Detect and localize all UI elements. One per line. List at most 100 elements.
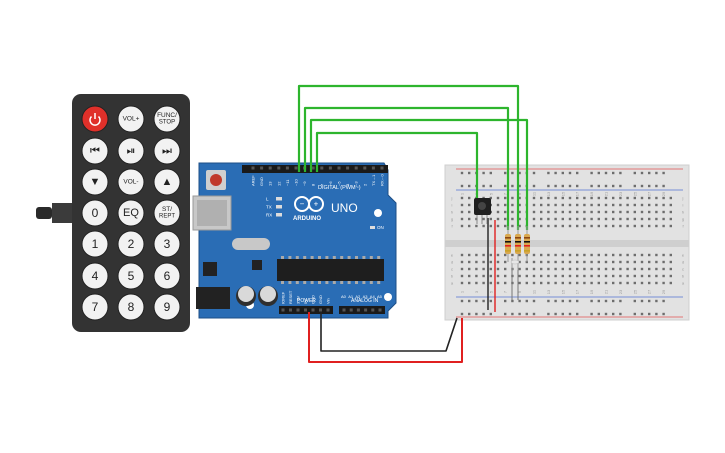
breadboard-hole[interactable] xyxy=(604,203,608,207)
header-pin[interactable] xyxy=(311,166,315,170)
breadboard-hole[interactable] xyxy=(489,260,492,264)
breadboard-hole[interactable] xyxy=(648,203,651,207)
breadboard-hole[interactable] xyxy=(460,203,464,207)
breadboard-hole[interactable] xyxy=(655,281,658,285)
header-pin[interactable] xyxy=(380,166,384,170)
breadboard-hole[interactable] xyxy=(626,203,629,207)
breadboard-hole[interactable] xyxy=(626,224,629,228)
header-pin[interactable] xyxy=(294,166,298,170)
breadboard-hole[interactable] xyxy=(532,196,536,200)
breadboard-hole[interactable] xyxy=(547,217,550,221)
header-pin[interactable] xyxy=(304,308,307,312)
breadboard-hole[interactable] xyxy=(583,281,586,285)
breadboard-hole[interactable] xyxy=(583,267,586,271)
breadboard-hole[interactable] xyxy=(504,299,507,303)
breadboard-hole[interactable] xyxy=(590,203,593,207)
breadboard-hole[interactable] xyxy=(655,210,658,214)
breadboard-hole[interactable] xyxy=(640,210,644,214)
breadboard-hole[interactable] xyxy=(662,217,665,221)
breadboard-hole[interactable] xyxy=(597,267,600,271)
breadboard-hole[interactable] xyxy=(576,260,579,264)
breadboard-hole[interactable] xyxy=(518,203,521,207)
breadboard-hole[interactable] xyxy=(597,260,600,264)
breadboard-hole[interactable] xyxy=(554,210,557,214)
breadboard-hole[interactable] xyxy=(619,210,622,214)
breadboard-hole[interactable] xyxy=(619,299,622,303)
breadboard-hole[interactable] xyxy=(532,171,536,175)
breadboard-hole[interactable] xyxy=(648,274,651,278)
breadboard-hole[interactable] xyxy=(504,274,507,278)
breadboard-hole[interactable] xyxy=(604,260,608,264)
breadboard-hole[interactable] xyxy=(633,196,636,200)
breadboard-hole[interactable] xyxy=(648,267,651,271)
breadboard-hole[interactable] xyxy=(532,260,536,264)
breadboard-hole[interactable] xyxy=(554,274,557,278)
breadboard-hole[interactable] xyxy=(482,253,485,257)
breadboard-hole[interactable] xyxy=(597,203,600,207)
breadboard-hole[interactable] xyxy=(518,281,521,285)
breadboard-hole[interactable] xyxy=(568,224,572,228)
breadboard-hole[interactable] xyxy=(662,260,665,264)
breadboard-hole[interactable] xyxy=(590,217,593,221)
breadboard-hole[interactable] xyxy=(590,260,593,264)
breadboard-hole[interactable] xyxy=(525,312,528,316)
breadboard-hole[interactable] xyxy=(655,196,658,200)
breadboard-hole[interactable] xyxy=(561,274,564,278)
breadboard-hole[interactable] xyxy=(669,203,672,207)
breadboard-hole[interactable] xyxy=(640,184,644,188)
breadboard-hole[interactable] xyxy=(554,260,557,264)
breadboard-hole[interactable] xyxy=(576,196,579,200)
breadboard-hole[interactable] xyxy=(633,312,636,316)
breadboard-hole[interactable] xyxy=(612,210,615,214)
breadboard-hole[interactable] xyxy=(583,217,586,221)
breadboard-hole[interactable] xyxy=(518,210,521,214)
breadboard-hole[interactable] xyxy=(518,274,521,278)
breadboard-hole[interactable] xyxy=(604,217,608,221)
breadboard-hole[interactable] xyxy=(626,196,629,200)
breadboard-hole[interactable] xyxy=(532,184,536,188)
breadboard-hole[interactable] xyxy=(612,260,615,264)
breadboard-hole[interactable] xyxy=(496,253,500,257)
breadboard-hole[interactable] xyxy=(518,224,521,228)
breadboard-hole[interactable] xyxy=(540,274,543,278)
breadboard-hole[interactable] xyxy=(482,224,485,228)
breadboard-hole[interactable] xyxy=(468,217,471,221)
breadboard-hole[interactable] xyxy=(475,274,478,278)
breadboard-hole[interactable] xyxy=(511,210,514,214)
breadboard-hole[interactable] xyxy=(547,281,550,285)
breadboard-hole[interactable] xyxy=(568,196,572,200)
breadboard-hole[interactable] xyxy=(655,184,658,188)
remote-button-vol-down[interactable]: VOL- xyxy=(117,168,145,196)
breadboard-hole[interactable] xyxy=(633,217,636,221)
breadboard-hole[interactable] xyxy=(619,253,622,257)
breadboard-hole[interactable] xyxy=(662,299,665,303)
breadboard-hole[interactable] xyxy=(590,267,593,271)
breadboard-hole[interactable] xyxy=(655,299,658,303)
breadboard-hole[interactable] xyxy=(583,253,586,257)
breadboard-hole[interactable] xyxy=(540,253,543,257)
breadboard-hole[interactable] xyxy=(619,281,622,285)
breadboard-hole[interactable] xyxy=(640,171,644,175)
breadboard-hole[interactable] xyxy=(576,224,579,228)
breadboard-hole[interactable] xyxy=(511,217,514,221)
breadboard-hole[interactable] xyxy=(547,210,550,214)
breadboard-hole[interactable] xyxy=(547,203,550,207)
breadboard-hole[interactable] xyxy=(619,224,622,228)
breadboard-hole[interactable] xyxy=(655,312,658,316)
breadboard-hole[interactable] xyxy=(612,184,615,188)
breadboard-hole[interactable] xyxy=(619,203,622,207)
breadboard-hole[interactable] xyxy=(482,299,485,303)
breadboard-hole[interactable] xyxy=(482,184,485,188)
breadboard-hole[interactable] xyxy=(576,281,579,285)
breadboard-hole[interactable] xyxy=(662,253,665,257)
breadboard-hole[interactable] xyxy=(460,260,464,264)
breadboard-hole[interactable] xyxy=(648,196,651,200)
breadboard-hole[interactable] xyxy=(460,217,464,221)
breadboard-hole[interactable] xyxy=(590,312,593,316)
breadboard-hole[interactable] xyxy=(583,260,586,264)
breadboard-hole[interactable] xyxy=(640,217,644,221)
breadboard-hole[interactable] xyxy=(590,253,593,257)
header-pin[interactable] xyxy=(378,308,382,312)
breadboard-hole[interactable] xyxy=(561,210,564,214)
breadboard-hole[interactable] xyxy=(489,253,492,257)
